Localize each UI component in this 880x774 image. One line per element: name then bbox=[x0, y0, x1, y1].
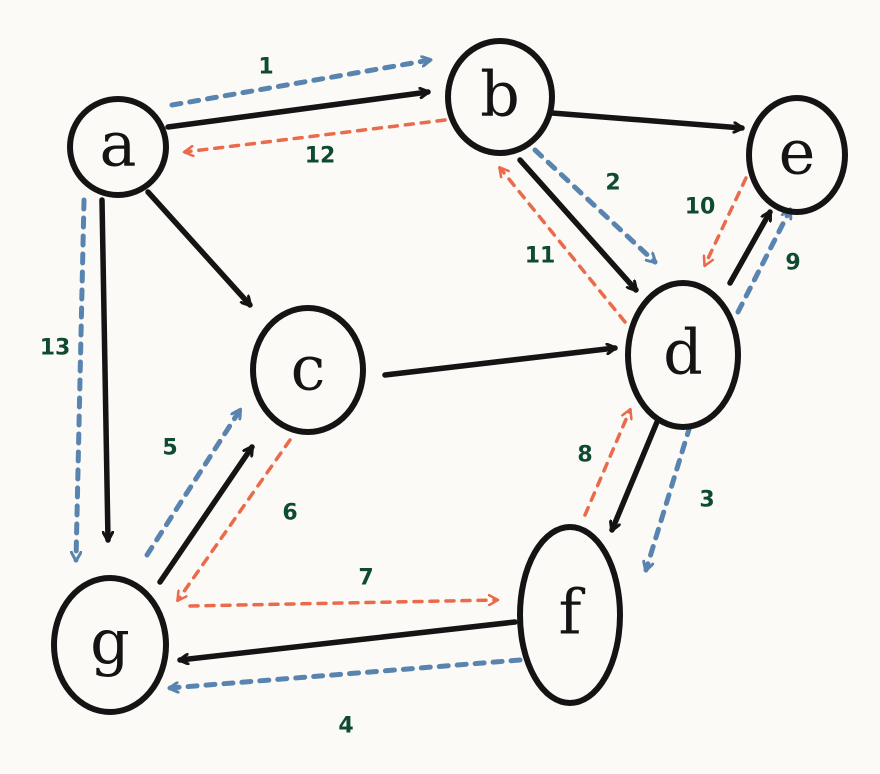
edge-g-c bbox=[157, 444, 255, 585]
traversal-step-6 bbox=[178, 438, 292, 600]
node-label: b bbox=[480, 58, 520, 131]
edge-b-e bbox=[549, 110, 745, 128]
node-label: c bbox=[291, 332, 326, 405]
node-e: e bbox=[746, 95, 848, 215]
traversal-step-4 bbox=[167, 657, 523, 688]
edge-b-d bbox=[517, 157, 639, 293]
edge-a-c bbox=[145, 189, 253, 308]
node-label: g bbox=[90, 606, 130, 679]
node-b: b bbox=[445, 38, 555, 156]
traversal-step-12 bbox=[185, 118, 447, 152]
traversal-step-8 bbox=[583, 410, 630, 517]
node-c: c bbox=[250, 305, 366, 435]
traversal-step-2 bbox=[532, 147, 658, 265]
edge-c-d bbox=[382, 348, 618, 378]
node-a: a bbox=[67, 96, 169, 198]
node-f: f bbox=[517, 524, 623, 706]
step-label-10: 10 bbox=[685, 195, 716, 220]
step-label-9: 9 bbox=[785, 251, 800, 276]
node-g: g bbox=[51, 575, 169, 715]
step-label-6: 6 bbox=[282, 501, 297, 526]
step-label-4: 4 bbox=[338, 714, 353, 739]
step-label-11: 11 bbox=[525, 244, 556, 269]
node-label: e bbox=[779, 116, 816, 189]
step-label-8: 8 bbox=[577, 443, 592, 468]
node-label: f bbox=[559, 576, 586, 649]
traversal-step-13 bbox=[76, 197, 87, 563]
traversal-step-3 bbox=[646, 423, 693, 573]
traversal-step-11 bbox=[500, 168, 627, 324]
edge-d-e bbox=[727, 209, 773, 286]
step-label-1: 1 bbox=[258, 55, 273, 80]
step-label-13: 13 bbox=[40, 336, 71, 361]
edge-a-g bbox=[99, 197, 108, 543]
step-label-12: 12 bbox=[305, 144, 336, 169]
traversal-step-10 bbox=[705, 176, 748, 265]
traversal-step-1 bbox=[169, 60, 433, 108]
step-label-5: 5 bbox=[162, 436, 177, 461]
traversal-step-5 bbox=[144, 407, 243, 558]
step-label-2: 2 bbox=[605, 171, 620, 196]
edge-d-f bbox=[612, 419, 660, 533]
node-d: d bbox=[625, 280, 741, 430]
traversal-step-9 bbox=[735, 207, 793, 315]
edge-a-b bbox=[165, 92, 431, 130]
step-label-3: 3 bbox=[699, 488, 714, 513]
edge-f-g bbox=[177, 619, 518, 660]
node-label: d bbox=[663, 316, 703, 389]
step-label-7: 7 bbox=[358, 566, 373, 591]
node-label: a bbox=[100, 108, 137, 181]
traversal-step-7 bbox=[188, 600, 497, 608]
